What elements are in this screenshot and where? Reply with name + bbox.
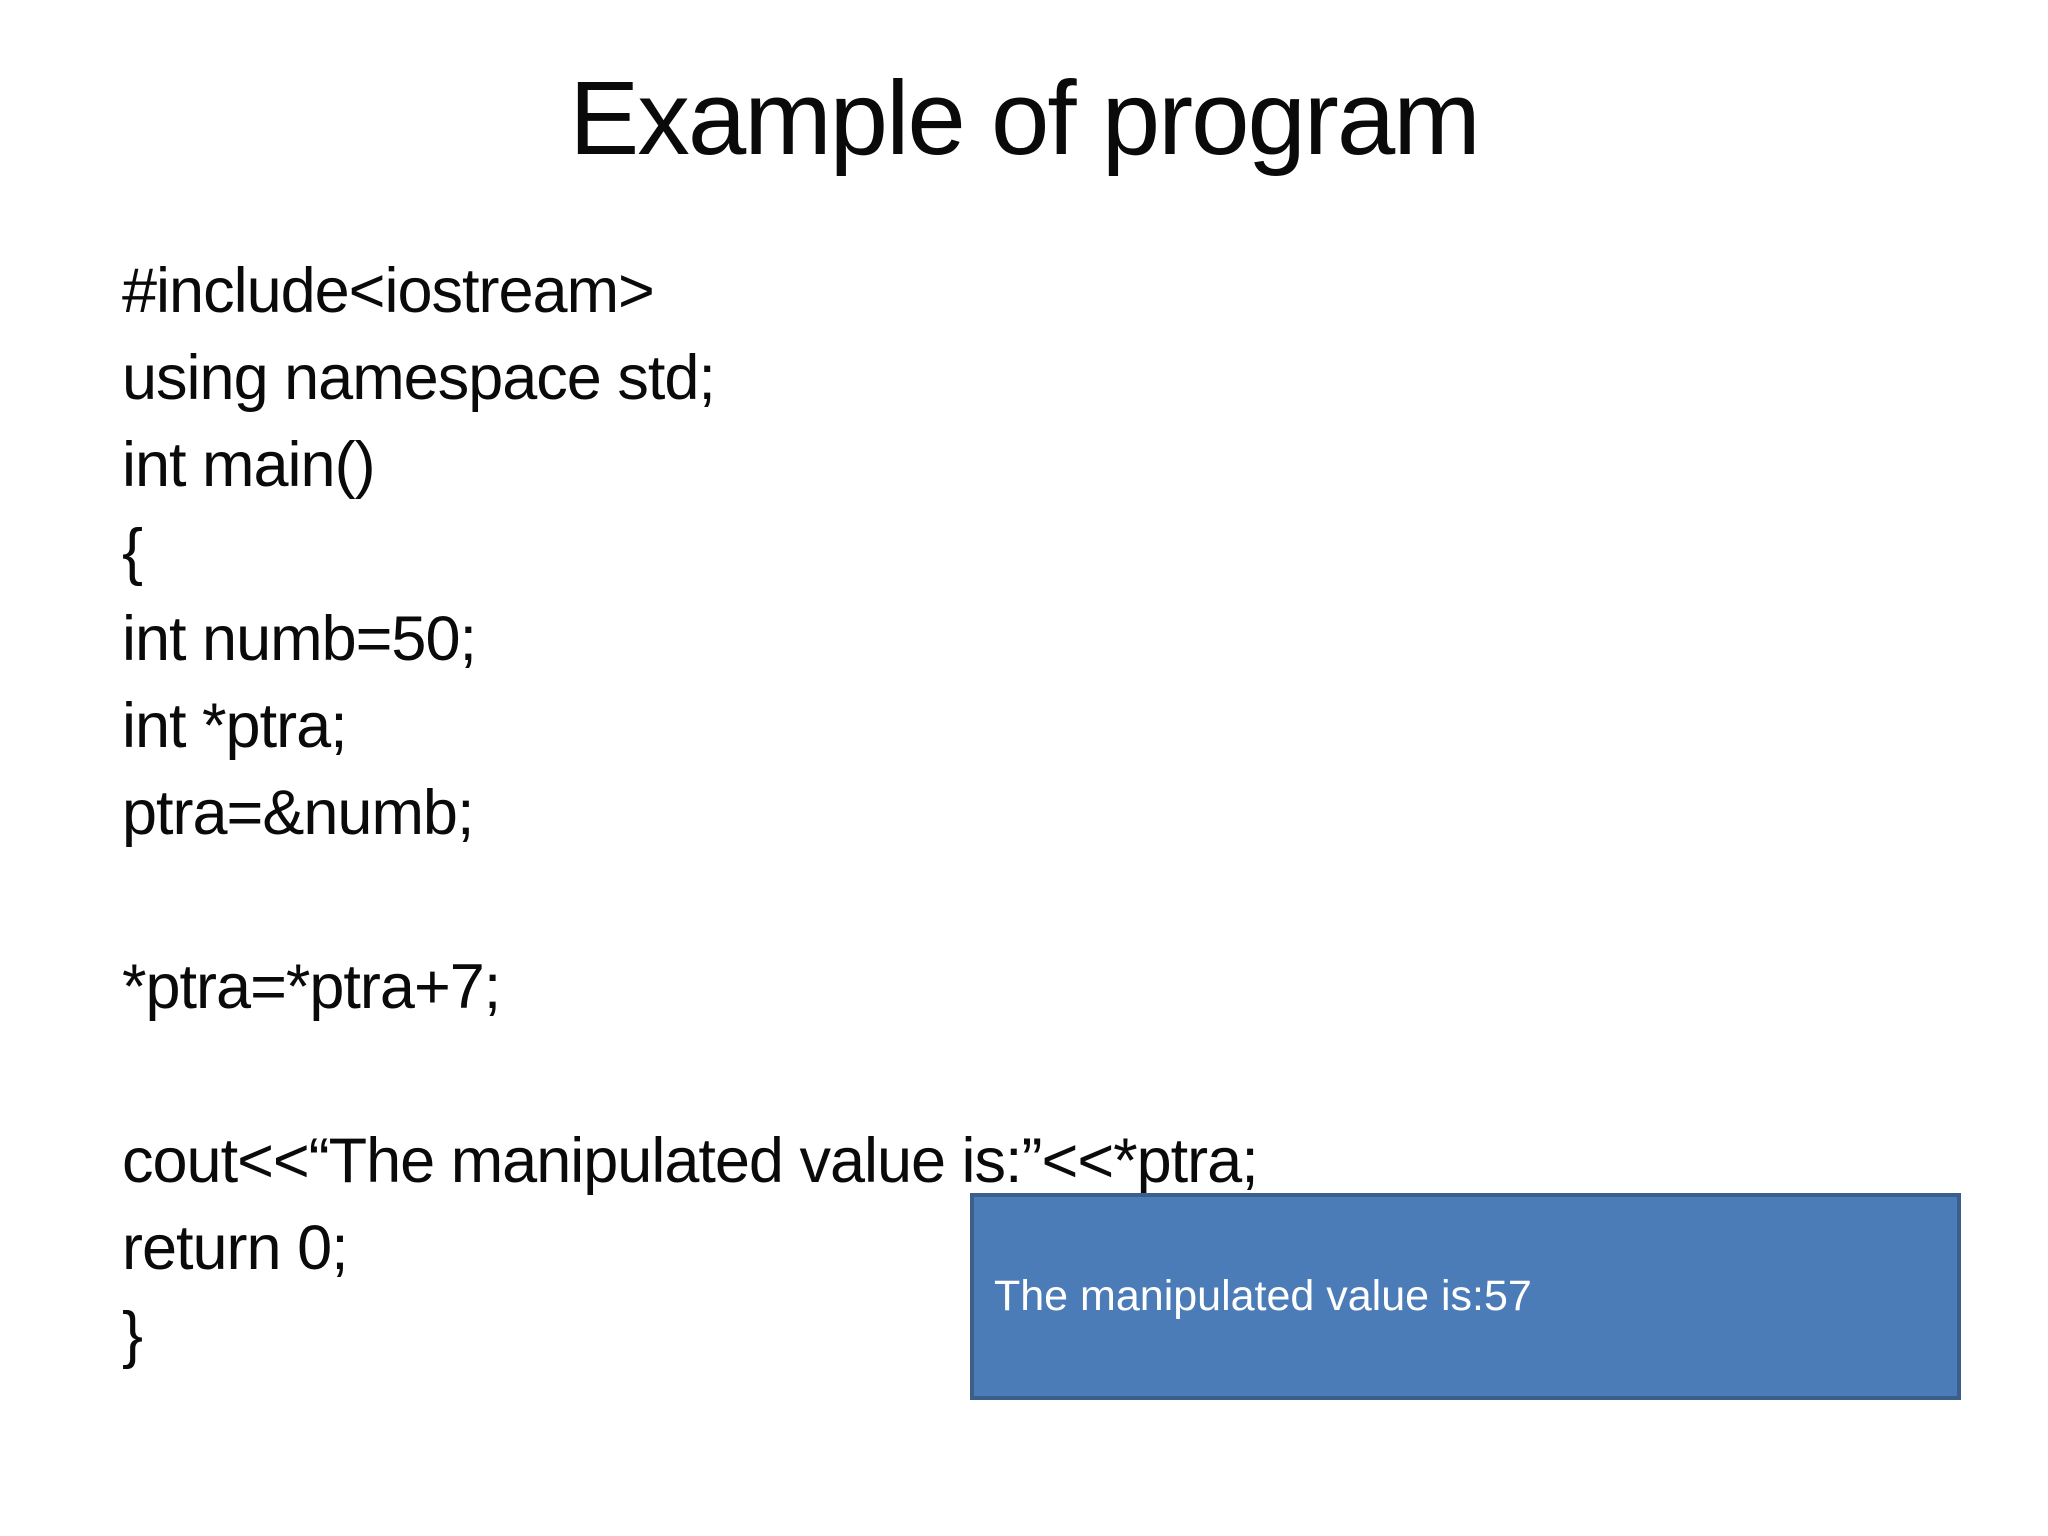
code-line: ptra=&numb;	[122, 778, 474, 848]
code-line: return 0;	[122, 1213, 349, 1283]
code-line: int numb=50;	[122, 604, 477, 674]
code-line: #include<iostream>	[122, 256, 655, 326]
code-line	[122, 1031, 1622, 1118]
code-line: using namespace std;	[122, 343, 716, 413]
code-line: int *ptra;	[122, 691, 348, 761]
slide-title: Example of program	[569, 60, 1480, 177]
code-line: cout<<“The manipulated value is:”<<*ptra…	[122, 1126, 1259, 1196]
code-block: #include<iostream> using namespace std; …	[122, 248, 1622, 1379]
program-output-text: The manipulated value is:57	[994, 1272, 1532, 1320]
code-line: {	[122, 517, 143, 587]
program-output-box: The manipulated value is:57	[970, 1193, 1961, 1400]
code-line: }	[122, 1300, 143, 1370]
code-line: int main()	[122, 430, 376, 500]
code-line	[122, 857, 1622, 944]
code-line: *ptra=*ptra+7;	[122, 952, 501, 1022]
